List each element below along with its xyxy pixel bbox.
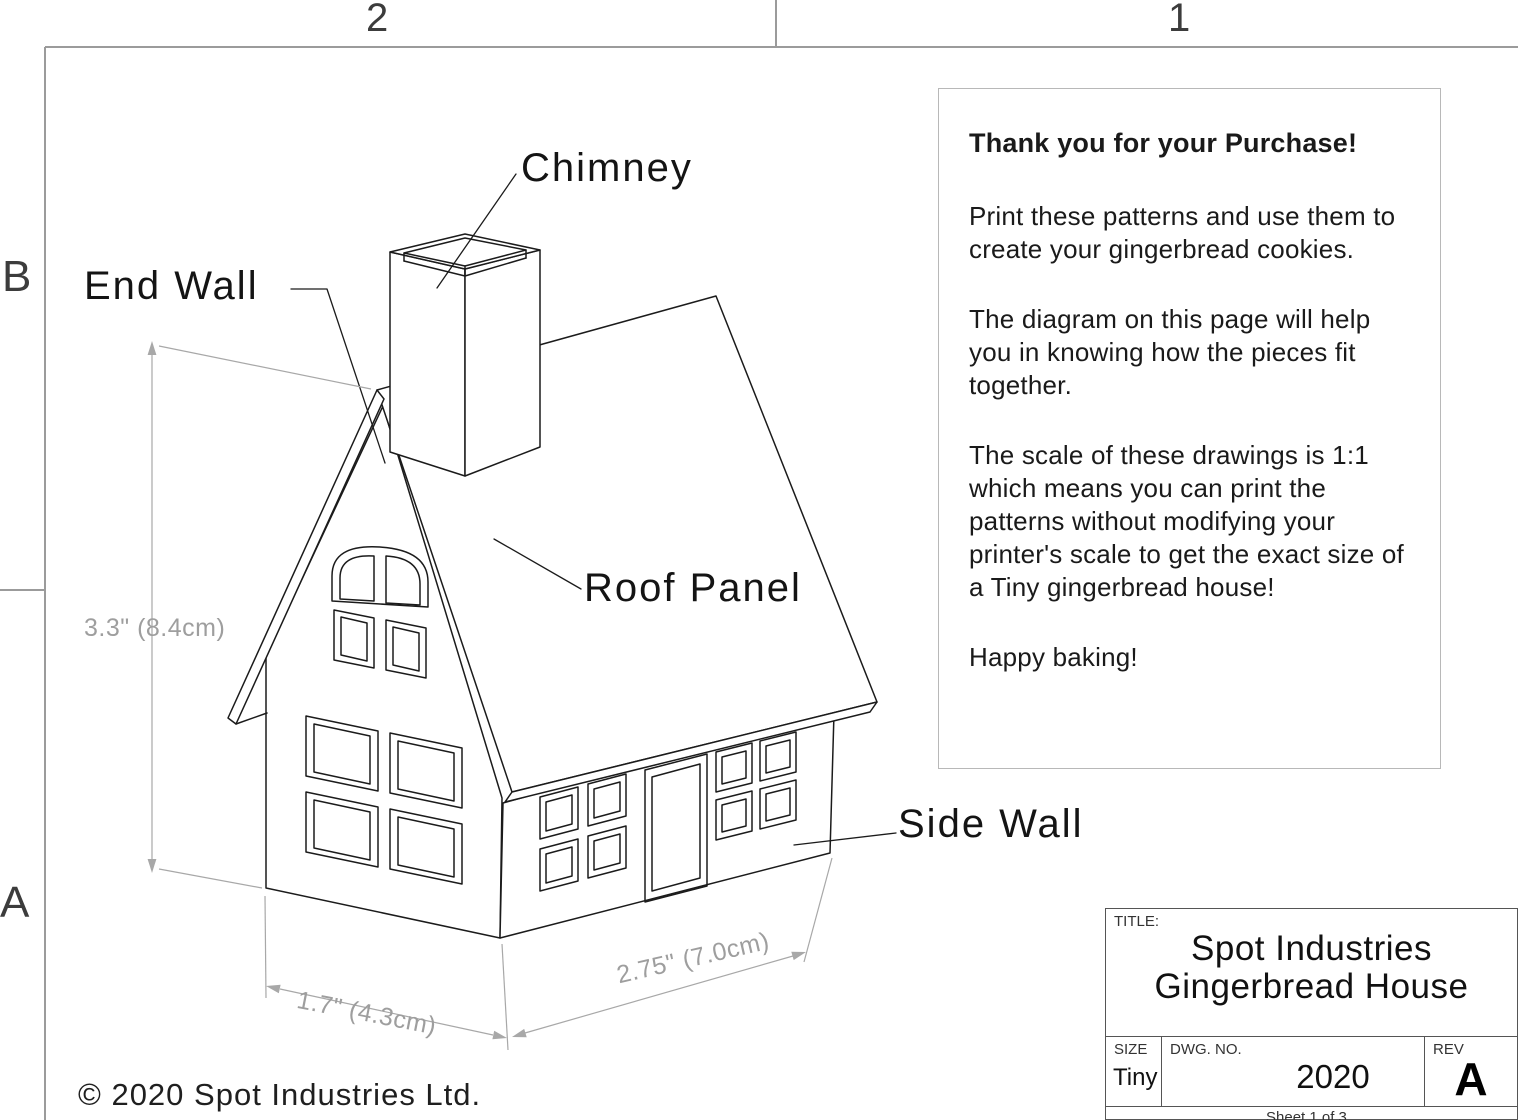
house-drawing: [227, 173, 897, 939]
label-roof-panel: Roof Panel: [584, 566, 802, 610]
rev-cell: REV A: [1425, 1037, 1517, 1106]
label-side-wall: Side Wall: [898, 802, 1084, 846]
size-label: SIZE: [1114, 1041, 1148, 1058]
door: [644, 753, 708, 903]
drawing-title-line1: Spot Industries: [1191, 929, 1432, 968]
note-paragraph: Print these patterns and use them to cre…: [969, 201, 1396, 265]
size-value: Tiny: [1113, 1064, 1158, 1091]
note-heading: Thank you for your Purchase!: [969, 128, 1358, 158]
rev-label: REV: [1433, 1041, 1464, 1058]
title-block-meta-row: SIZE Tiny DWG. NO. 2020 REV A: [1106, 1037, 1517, 1107]
sheet-info: Sheet 1 of 3: [1266, 1109, 1347, 1120]
label-chimney: Chimney: [521, 146, 693, 190]
arch-window: [331, 546, 429, 608]
note-paragraph: Happy baking!: [969, 642, 1138, 673]
leader-lines: [290, 173, 897, 846]
chimney-shape: [389, 233, 541, 477]
dimension-lines: [151, 345, 833, 1051]
note-paragraph: The scale of these drawings is 1:1 which…: [969, 440, 1404, 603]
zone-label-left-a: A: [0, 878, 30, 927]
dwg-no-label: DWG. NO.: [1170, 1041, 1242, 1058]
drawing-title-line2: Gingerbread House: [1154, 966, 1469, 1006]
copyright: © 2020 Spot Industries Ltd.: [78, 1077, 482, 1112]
note-paragraph: The diagram on this page will help you i…: [969, 304, 1371, 401]
title-label: TITLE:: [1114, 913, 1160, 930]
zone-label-left-b: B: [2, 252, 32, 301]
dwg-no-cell: DWG. NO. 2020: [1162, 1037, 1425, 1106]
title-block: TITLE: Spot Industries Gingerbread House…: [1105, 908, 1518, 1120]
title-block-title-row: TITLE: Spot Industries Gingerbread House: [1106, 909, 1517, 1037]
dimension-arrows: [147, 341, 806, 1040]
purchase-note: Thank you for your Purchase! Print these…: [938, 88, 1441, 769]
side-wall-shape: [499, 712, 835, 939]
title-block-sheet-row: Sheet 1 of 3: [1106, 1107, 1517, 1120]
zone-label-top-2: 2: [366, 0, 389, 40]
rev-value: A: [1454, 1053, 1488, 1105]
zone-label-top-1: 1: [1168, 0, 1191, 40]
dimension-height: 3.3" (8.4cm): [84, 614, 226, 642]
size-cell: SIZE Tiny: [1106, 1037, 1162, 1106]
label-end-wall: End Wall: [84, 264, 259, 308]
dwg-no-value: 2020: [1296, 1058, 1370, 1095]
